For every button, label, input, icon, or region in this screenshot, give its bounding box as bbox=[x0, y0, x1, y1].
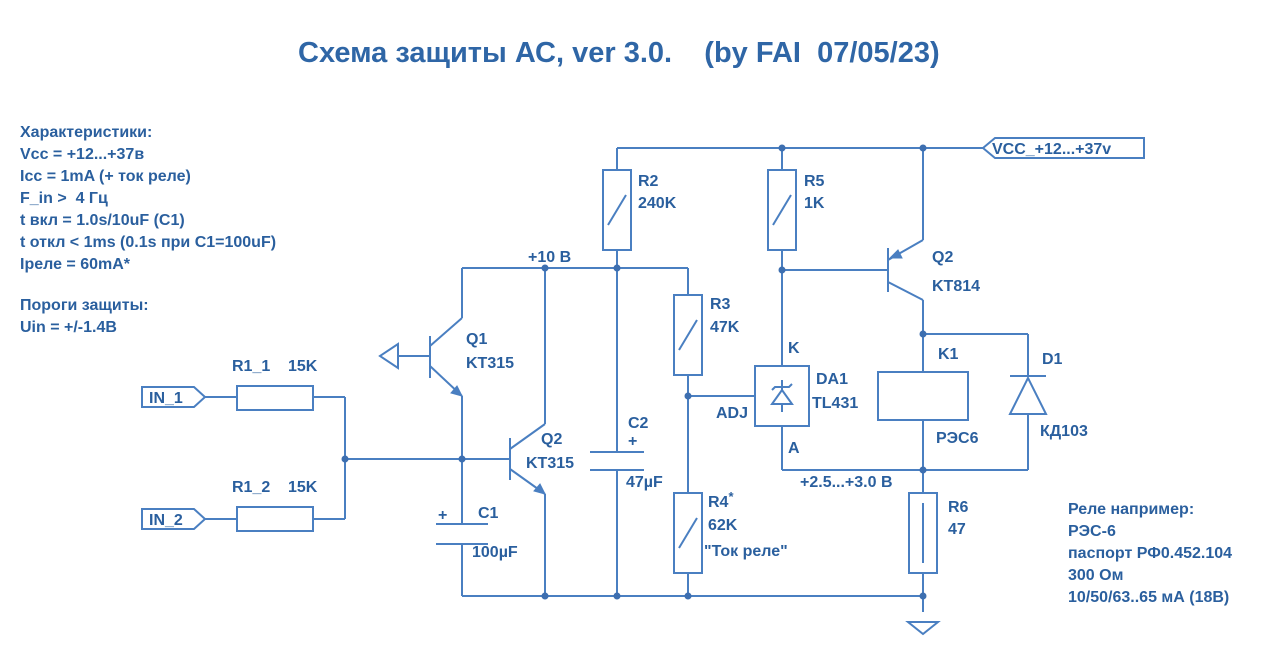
regulator-da1: K A ADJ DA1 TL431 bbox=[716, 340, 858, 457]
r4-value: 62K bbox=[708, 517, 738, 534]
r3-value: 47K bbox=[710, 319, 740, 336]
spec-line: Iреле = 60mA* bbox=[20, 256, 131, 273]
relay-k1: K1 РЭС6 bbox=[877, 346, 979, 447]
relay-note-line: РЭС-6 bbox=[1068, 523, 1116, 540]
spec-line: Vcc = +12...+37в bbox=[20, 146, 144, 163]
resistor-r2: R2 240K bbox=[602, 169, 677, 251]
specs-heading: Характеристики: bbox=[20, 124, 152, 141]
port-vcc: VCC_+12...+37v bbox=[981, 137, 1145, 159]
resistor-r6: R6 47 bbox=[908, 492, 969, 574]
ground-arrow-icon bbox=[378, 342, 399, 370]
capacitor-c2: + C2 47µF bbox=[590, 415, 663, 491]
port-vcc-label: VCC_+12...+37v bbox=[992, 141, 1111, 158]
spec-line: F_in > 4 Гц bbox=[20, 190, 108, 207]
port-in2: IN_2 bbox=[141, 508, 207, 530]
r2-value: 240K bbox=[638, 195, 677, 212]
k1-name: K1 bbox=[938, 346, 959, 363]
c1-name: C1 bbox=[478, 505, 499, 522]
d1-name: D1 bbox=[1042, 351, 1063, 368]
c1-value: 100µF bbox=[472, 544, 518, 561]
r6-value: 47 bbox=[948, 521, 966, 538]
da1-name: DA1 bbox=[816, 371, 848, 388]
d1-type: КД103 bbox=[1040, 423, 1088, 440]
junctions bbox=[341, 144, 927, 600]
resistor-r1-2: R1_2 15K bbox=[232, 479, 318, 532]
da1-adj: ADJ bbox=[716, 405, 748, 422]
relay-note-line: паспорт РФ0.452.104 bbox=[1068, 545, 1232, 562]
schematic-title: Схема защиты АС, ver 3.0. (by FAI 07/05/… bbox=[298, 37, 940, 69]
node-10v-label: +10 B bbox=[528, 249, 571, 266]
r1-2-value: 15K bbox=[288, 479, 318, 496]
r6-name: R6 bbox=[948, 499, 969, 516]
c2-plus: + bbox=[628, 433, 637, 450]
resistor-r5: R5 1K bbox=[767, 169, 825, 251]
relay-note-line: 300 Ом bbox=[1068, 567, 1123, 584]
k1-type: РЭС6 bbox=[936, 430, 979, 447]
q1-type: KT315 bbox=[466, 355, 514, 372]
r3-name: R3 bbox=[710, 296, 731, 313]
relay-note-line: Реле например: bbox=[1068, 501, 1194, 518]
relay-note: Реле например: РЭС-6 паспорт РФ0.452.104… bbox=[1068, 501, 1232, 606]
r4-name: R4* bbox=[708, 489, 734, 511]
c2-value: 47µF bbox=[626, 474, 663, 491]
capacitor-c1: + C1 100µF bbox=[436, 505, 518, 561]
diode-d1: D1 КД103 bbox=[1008, 351, 1088, 440]
q2b-name: Q2 bbox=[932, 249, 953, 266]
r1-1-name: R1_1 bbox=[232, 358, 270, 375]
resistor-r1-1: R1_1 15K bbox=[232, 358, 318, 411]
r4-note: "Ток реле" bbox=[704, 543, 788, 560]
threshold-line: Uin = +/-1.4B bbox=[20, 319, 117, 336]
q2b-type: KT814 bbox=[932, 278, 980, 295]
spec-line: t откл < 1ms (0.1s при C1=100uF) bbox=[20, 234, 276, 251]
r1-2-name: R1_2 bbox=[232, 479, 270, 496]
resistor-r3: R3 47K bbox=[673, 294, 740, 376]
spec-line: t вкл = 1.0s/10uF (C1) bbox=[20, 212, 185, 229]
node-2v5-label: +2.5...+3.0 B bbox=[800, 474, 893, 491]
transistor-q2-kt814: Q2 KT814 bbox=[887, 239, 980, 301]
spec-line: Icc = 1mA (+ ток реле) bbox=[20, 168, 191, 185]
port-in1: IN_1 bbox=[141, 386, 207, 408]
resistor-r4: R4* 62K "Ток реле" bbox=[673, 489, 788, 574]
c1-plus: + bbox=[438, 507, 447, 524]
q1-name: Q1 bbox=[466, 331, 487, 348]
r2-name: R2 bbox=[638, 173, 659, 190]
q2a-type: KT315 bbox=[526, 455, 574, 472]
port-in2-label: IN_2 bbox=[149, 512, 183, 529]
da1-a: A bbox=[788, 440, 800, 457]
r1-1-value: 15K bbox=[288, 358, 318, 375]
specs-block: Характеристики: Vcc = +12...+37в Icc = 1… bbox=[20, 124, 276, 336]
da1-type: TL431 bbox=[812, 395, 858, 412]
r5-value: 1K bbox=[804, 195, 825, 212]
ground-icon bbox=[905, 621, 941, 636]
port-in1-label: IN_1 bbox=[149, 390, 183, 407]
r4-mark: * bbox=[728, 489, 734, 504]
transistor-q1: Q1 KT315 bbox=[429, 317, 514, 397]
thresholds-heading: Пороги защиты: bbox=[20, 297, 149, 314]
relay-note-line: 10/50/63..65 мА (18B) bbox=[1068, 589, 1229, 606]
r4-name-text: R4 bbox=[708, 494, 729, 511]
da1-k: K bbox=[788, 340, 800, 357]
c2-name: C2 bbox=[628, 415, 649, 432]
r5-name: R5 bbox=[804, 173, 825, 190]
q2a-name: Q2 bbox=[541, 431, 562, 448]
transistor-q2-kt315: Q2 KT315 bbox=[509, 423, 574, 495]
